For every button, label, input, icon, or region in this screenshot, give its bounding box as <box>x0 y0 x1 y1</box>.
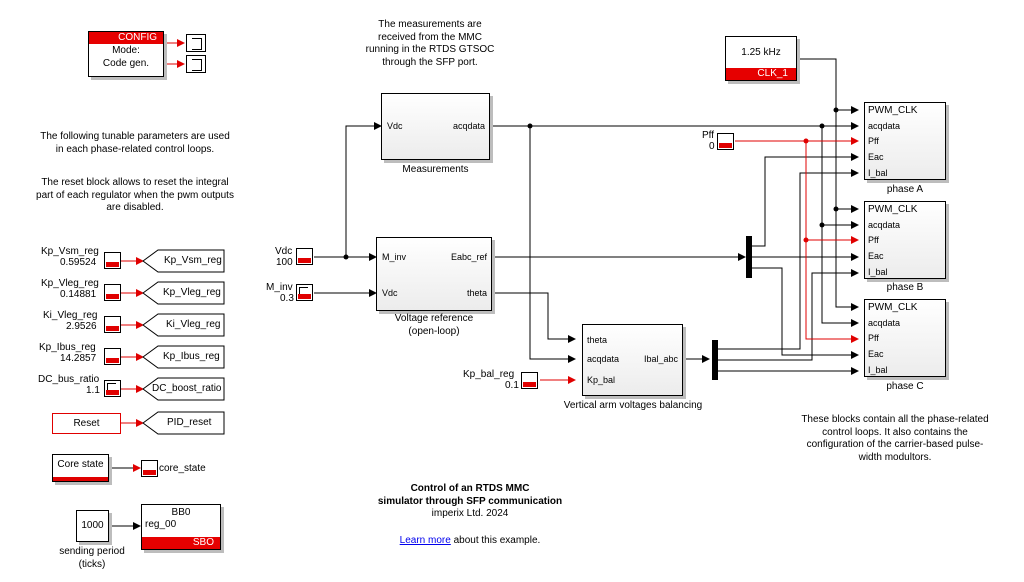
param-value-2: 2.9526 <box>66 321 97 332</box>
param-goto-2[interactable]: Ki_Vleg_reg <box>166 319 221 330</box>
model-title: Control of an RTDS MMC simulator through… <box>377 483 563 519</box>
params-note: The following tunable parameters are use… <box>40 131 230 155</box>
param-value-1: 0.14881 <box>60 289 97 300</box>
demux-ibal <box>712 340 718 380</box>
param-value-0: 0.59524 <box>60 257 97 268</box>
param-name-0: Kp_Vsm_reg <box>41 246 99 257</box>
core-state-block[interactable]: Core state <box>52 454 109 482</box>
param-constant-0[interactable] <box>104 252 121 269</box>
pff-name: Pff <box>702 130 715 141</box>
param-name-2: Ki_Vleg_reg <box>43 310 98 321</box>
param-goto-1[interactable]: Kp_Vleg_reg <box>163 287 221 298</box>
param-constant-2[interactable] <box>104 316 121 333</box>
param-value-4: 1.1 <box>86 385 100 396</box>
param-constant-1[interactable] <box>104 284 121 301</box>
minv-value: 0.3 <box>280 293 294 304</box>
vdc-constant[interactable] <box>296 248 313 265</box>
phase-b-name: phase B <box>886 282 924 293</box>
measurements-block[interactable]: Vdc acqdata <box>381 93 490 160</box>
param-name-1: Kp_Vleg_reg <box>41 278 99 289</box>
learn-more-link[interactable]: Learn more <box>399 535 451 546</box>
sending-period-caption: sending period(ticks) <box>59 546 125 570</box>
config-title: CONFIG <box>89 32 163 44</box>
terminator-1[interactable] <box>186 34 206 52</box>
sending-period-constant[interactable]: 1000 <box>76 510 109 542</box>
reset-button-block[interactable]: Reset <box>52 413 121 434</box>
param-name-4: DC_bus_ratio <box>38 374 100 385</box>
balancing-block[interactable]: theta acqdata Kp_bal Ibal_abc <box>582 324 683 396</box>
vdc-name: Vdc <box>275 246 293 257</box>
param-name-3: Kp_Ibus_reg <box>39 342 96 353</box>
core-state-label: core_state <box>159 463 206 474</box>
phase-c-block[interactable]: PWM_CLK acqdata Pff Eac I_bal <box>864 299 946 377</box>
phase-c-name: phase C <box>886 381 924 392</box>
terminator-2[interactable] <box>186 55 206 73</box>
core-state-display <box>141 460 158 477</box>
param-goto-4[interactable]: DC_boost_ratio <box>152 383 222 394</box>
param-goto-0[interactable]: Kp_Vsm_reg <box>164 255 222 266</box>
param-constant-4[interactable] <box>104 380 121 397</box>
param-value-3: 14.2857 <box>60 353 97 364</box>
config-block[interactable]: CONFIG Mode: Code gen. <box>88 31 164 77</box>
vdc-value: 100 <box>276 257 293 268</box>
param-constant-3[interactable] <box>104 348 121 365</box>
phase-b-block[interactable]: PWM_CLK acqdata Pff Eac I_bal <box>864 201 946 279</box>
reset-goto[interactable]: PID_reset <box>167 417 212 428</box>
clock-block[interactable]: 1.25 kHz CLK_1 <box>725 36 797 81</box>
pff-value: 0 <box>709 141 715 152</box>
learn-more-line: Learn more about this example. <box>399 535 541 546</box>
balancing-name: Vertical arm voltages balancing <box>563 400 703 411</box>
minv-name: M_inv <box>266 282 293 293</box>
config-mode-value: Code gen. <box>102 58 150 69</box>
config-mode: Mode: <box>112 45 140 56</box>
demux-eac <box>746 236 752 278</box>
reset-note: The reset block allows to reset the inte… <box>36 177 234 213</box>
phase-a-name: phase A <box>886 184 924 195</box>
param-goto-3[interactable]: Kp_Ibus_reg <box>163 351 220 362</box>
phase-note: These blocks contain all the phase-relat… <box>801 414 989 463</box>
kp-bal-value: 0.1 <box>505 380 519 391</box>
measurements-name: Measurements <box>402 164 469 175</box>
kp-bal-constant[interactable] <box>521 372 538 389</box>
phase-a-block[interactable]: PWM_CLK acqdata Pff Eac I_bal <box>864 102 946 180</box>
voltage-reference-name: Voltage reference(open-loop) <box>394 313 474 337</box>
voltage-reference-block[interactable]: M_inv Vdc Eabc_ref theta <box>376 237 492 311</box>
kp-bal-name: Kp_bal_reg <box>463 369 515 380</box>
minv-constant[interactable] <box>296 284 313 301</box>
bb0-block[interactable]: BB0 reg_00 SBO <box>141 504 221 550</box>
pff-constant[interactable] <box>717 133 734 150</box>
